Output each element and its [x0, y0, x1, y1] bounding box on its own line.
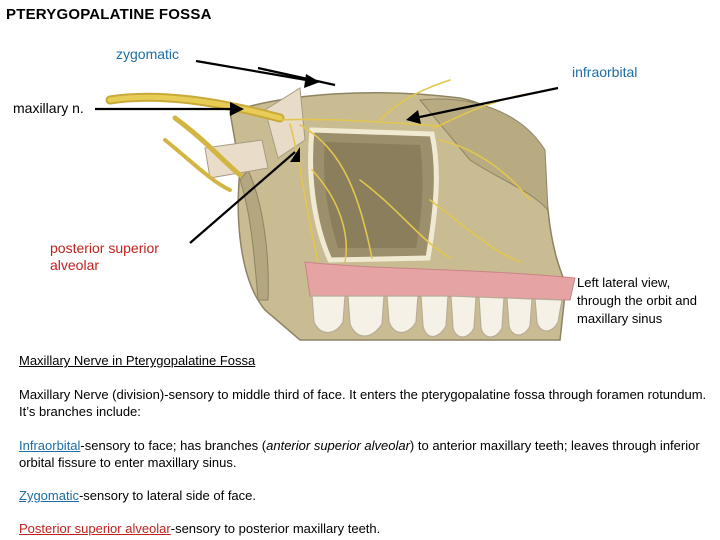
skull-illustration: [95, 59, 576, 341]
pterygoid-plate: [239, 169, 269, 301]
section-heading: Maxillary Nerve in Pterygopalatine Fossa: [19, 353, 256, 368]
cut-bone-upper: [264, 87, 306, 159]
posterior-superior-alveolar-term: Posterior superior alveolar: [19, 521, 171, 536]
view-caption: Left lateral view, through the orbit and…: [577, 275, 697, 326]
infraorbital-paragraph: Infraorbital-sensory to face; has branch…: [19, 437, 709, 471]
label-posterior-superior-alveolar: posterior superior alveolar: [50, 240, 159, 273]
cut-bone-lower: [204, 139, 269, 179]
label-infraorbital: infraorbital: [572, 64, 638, 80]
label-zygomatic: zygomatic: [116, 46, 180, 62]
page-title: PTERYGOPALATINE FOSSA: [6, 6, 212, 23]
infraorbital-term: Infraorbital: [19, 438, 81, 453]
anterior-superior-alveolar-term: anterior superior alveolar: [266, 438, 410, 453]
teeth: [311, 295, 563, 338]
posterior-superior-alveolar-description: -sensory to posterior maxillary teeth.: [170, 521, 381, 536]
zygomatic-paragraph: Zygomatic-sensory to lateral side of fac…: [19, 487, 709, 504]
infraorbital-description-2: ) to anterior maxillary teeth; leaves th…: [19, 438, 700, 470]
maxillary-description: -sensory to middle third of face. It ent…: [19, 387, 707, 419]
label-maxillary-nerve: maxillary n.: [13, 100, 84, 116]
pointer-arrows: [95, 59, 559, 244]
nerve-root: [172, 115, 243, 178]
maxillary-term: Maxillary Nerve (division): [19, 387, 165, 402]
zygomatic-term: Zygomatic: [19, 488, 79, 503]
infraorbital-description-1: -sensory to face; has branches (: [80, 438, 267, 453]
maxillary-nerve-paragraph: Maxillary Nerve (division)-sensory to mi…: [19, 386, 709, 420]
orbit-rim: [419, 98, 549, 212]
sinus-interior: [324, 142, 423, 248]
posterior-superior-alveolar-paragraph: Posterior superior alveolar-sensory to p…: [19, 520, 709, 537]
zygomatic-description: -sensory to lateral side of face.: [78, 488, 256, 503]
arrowheads: [230, 74, 421, 162]
